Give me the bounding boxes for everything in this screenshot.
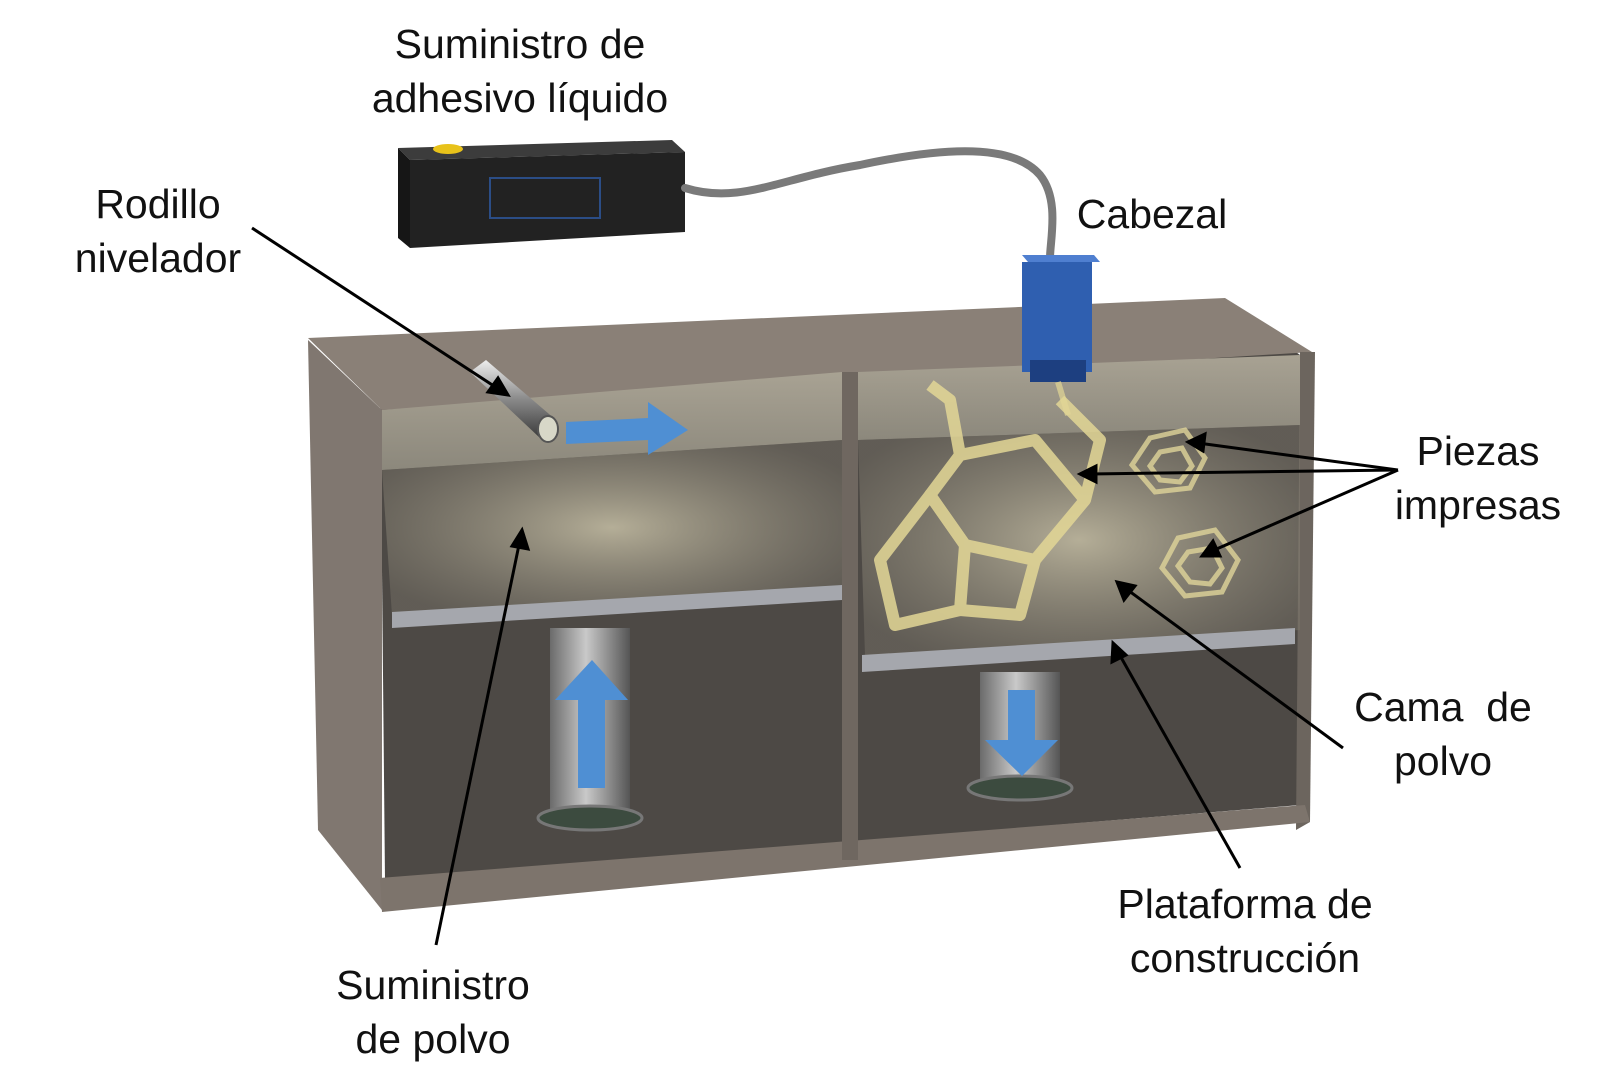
label-printed-parts: Piezas impresas — [1378, 424, 1578, 532]
label-powder-supply-line2: de polvo — [355, 1016, 511, 1062]
label-leveling-roller-line2: nivelador — [74, 235, 242, 281]
label-printed-parts-line1: Piezas — [1416, 428, 1540, 474]
leader-printed-parts-1 — [1197, 441, 1399, 472]
leader-lines — [251, 226, 1399, 946]
label-powder-bed-line2: polvo — [1393, 738, 1492, 784]
label-leveling-roller-line1: Rodillo — [95, 181, 221, 227]
printhead — [1022, 255, 1100, 416]
printed-part-large — [874, 380, 1106, 631]
leader-build-platform — [1116, 651, 1242, 869]
arrow-right-icon — [566, 402, 688, 455]
powder-supply-piston-base — [536, 804, 644, 832]
leader-powder-bed-arrowhead — [1114, 579, 1138, 603]
leader-powder-bed — [1124, 586, 1344, 750]
printed-part-small-top — [1128, 427, 1208, 495]
label-leveling-roller: Rodillo nivelador — [58, 177, 258, 285]
leader-printed-parts-3-arrowhead — [1199, 538, 1223, 558]
leader-leveling-roller-arrowhead — [485, 375, 511, 397]
left-side-wall — [308, 340, 382, 910]
label-adhesive-supply-line2: adhesivo líquido — [371, 75, 669, 121]
label-adhesive-supply-line1: Suministro de — [394, 21, 646, 67]
label-printhead-line1: Cabezal — [1076, 191, 1228, 237]
label-powder-bed: Cama de polvo — [1338, 680, 1548, 788]
leveling-roller — [470, 360, 559, 443]
arrow-up-icon — [555, 660, 628, 788]
build-piston-base — [966, 774, 1074, 802]
reservoir-logo — [489, 177, 601, 219]
label-adhesive-supply: Suministro de adhesivo líquido — [350, 17, 690, 125]
reservoir-cap — [433, 144, 463, 154]
divider-wall — [842, 372, 858, 860]
leader-leveling-roller — [251, 226, 501, 392]
leader-printed-parts-2-arrowhead — [1076, 463, 1098, 485]
leader-build-platform-arrowhead — [1110, 639, 1129, 665]
label-printhead: Cabezal — [1062, 187, 1242, 241]
leader-printed-parts-2 — [1089, 468, 1399, 476]
adhesive-reservoir — [398, 140, 685, 248]
build-powder-surface — [858, 355, 1300, 440]
label-build-platform-line1: Plataforma de — [1117, 881, 1373, 927]
label-powder-supply: Suministro de polvo — [318, 958, 548, 1066]
leader-printed-parts-3 — [1211, 468, 1399, 553]
label-powder-supply-line1: Suministro — [336, 962, 530, 1008]
label-build-platform-line2: construcción — [1129, 935, 1361, 981]
label-build-platform: Plataforma de construcción — [1095, 877, 1395, 985]
leader-printed-parts-1-arrowhead — [1184, 431, 1207, 454]
label-printed-parts-line2: impresas — [1394, 482, 1562, 528]
powder-supply-volume — [382, 440, 842, 615]
adhesive-hose — [681, 147, 1057, 262]
leader-powder-supply-arrowhead — [509, 526, 531, 551]
arrow-down-icon — [985, 690, 1058, 776]
build-platform-plate — [862, 628, 1295, 672]
leader-powder-supply — [434, 539, 522, 946]
label-powder-bed-line1: Cama de — [1354, 684, 1532, 730]
